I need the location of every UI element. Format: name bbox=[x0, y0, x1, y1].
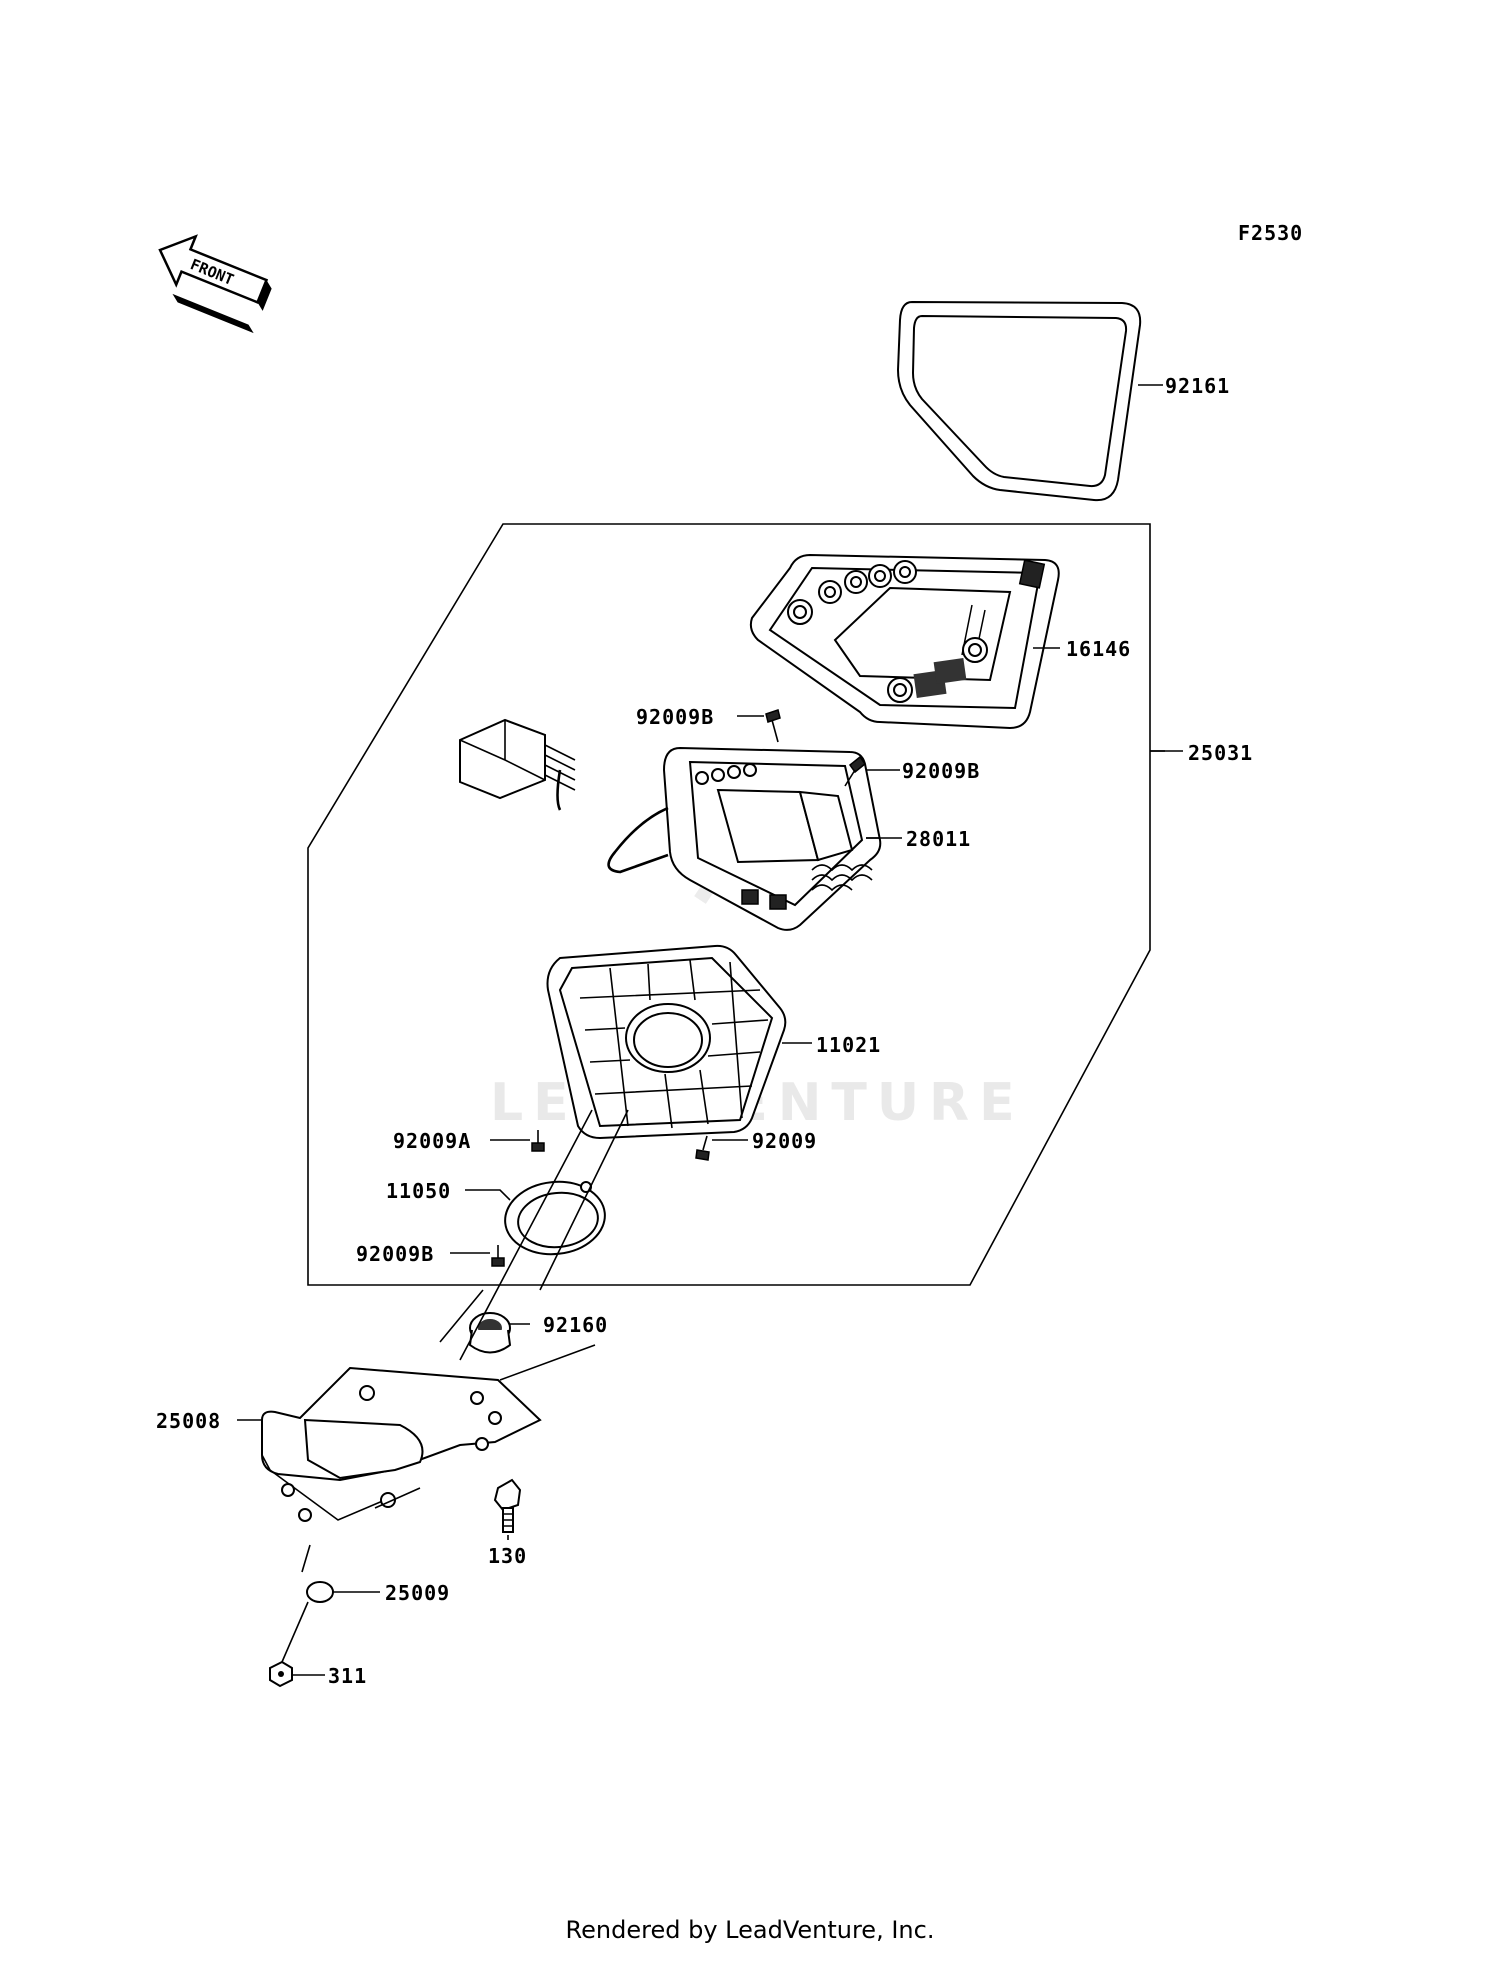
callout-25009: 25009 bbox=[385, 1581, 450, 1605]
callout-25031: 25031 bbox=[1188, 741, 1253, 765]
gasket-92161 bbox=[896, 300, 1142, 502]
callout-92160: 92160 bbox=[543, 1313, 608, 1337]
meter-unit-28011 bbox=[459, 718, 882, 931]
callout-92009A: 92009A bbox=[393, 1129, 471, 1153]
callout-11050: 11050 bbox=[386, 1179, 451, 1203]
callout-25008: 25008 bbox=[156, 1409, 221, 1433]
meter-case-11021 bbox=[546, 944, 787, 1140]
bolt-130 bbox=[493, 1478, 522, 1533]
screw-92009B-top bbox=[765, 709, 781, 743]
ring-11050 bbox=[504, 1180, 606, 1256]
callout-311: 311 bbox=[328, 1664, 367, 1688]
figure-code: F2530 bbox=[1238, 221, 1303, 245]
nut-311 bbox=[269, 1660, 293, 1688]
callout-16146: 16146 bbox=[1066, 637, 1131, 661]
bracket-25008 bbox=[261, 1366, 542, 1522]
screw-92009 bbox=[695, 1135, 710, 1161]
screw-92009A bbox=[531, 1130, 545, 1152]
callout-92009: 92009 bbox=[752, 1129, 817, 1153]
callout-28011: 28011 bbox=[906, 827, 971, 851]
grommet-92160 bbox=[468, 1312, 512, 1354]
callout-130: 130 bbox=[488, 1544, 527, 1568]
screw-92009B-right bbox=[844, 755, 867, 787]
front-arrow-icon: FRONT bbox=[158, 234, 272, 334]
meter-cover-16146 bbox=[749, 553, 1060, 730]
callout-92009B-low: 92009B bbox=[356, 1242, 434, 1266]
callout-11021: 11021 bbox=[816, 1033, 881, 1057]
screw-92009B-low bbox=[491, 1245, 505, 1267]
footer-credit: Rendered by LeadVenture, Inc. bbox=[565, 1916, 935, 1944]
assembly-outline bbox=[307, 523, 1151, 1286]
callout-92161: 92161 bbox=[1165, 374, 1230, 398]
washer-25009 bbox=[306, 1581, 334, 1603]
callout-92009B-top: 92009B bbox=[636, 705, 714, 729]
callout-92009B-right: 92009B bbox=[902, 759, 980, 783]
